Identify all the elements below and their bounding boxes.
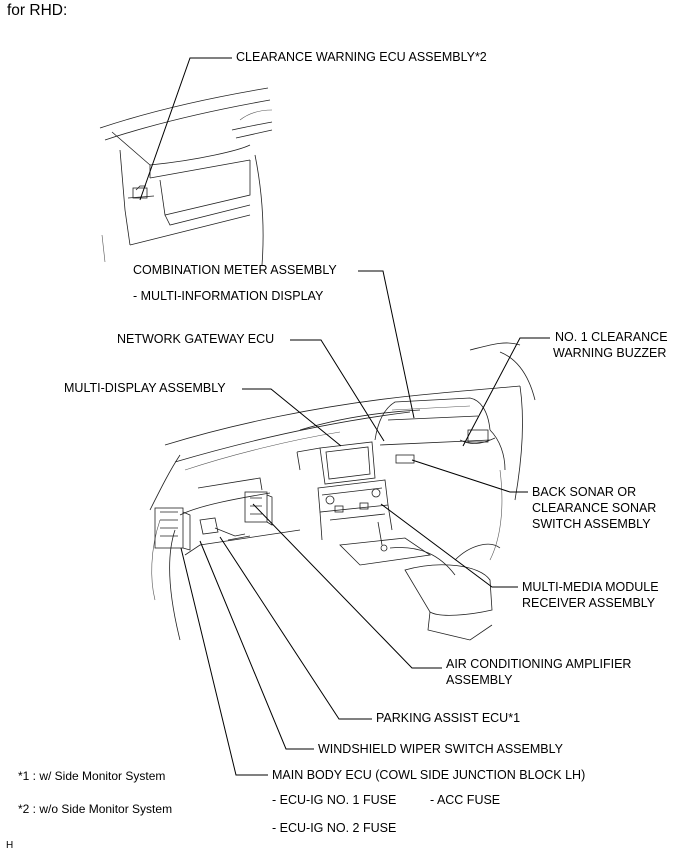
- dashboard-illustration: [149, 342, 536, 641]
- label-fuse-ecu-ig-2: - ECU-IG NO. 2 FUSE: [272, 821, 397, 835]
- footnote-1: *1 : w/ Side Monitor System: [18, 769, 166, 783]
- label-ac-amplifier-line2: ASSEMBLY: [446, 673, 513, 687]
- label-multi-information-display: - MULTI-INFORMATION DISPLAY: [133, 289, 324, 303]
- label-back-sonar-line3: SWITCH ASSEMBLY: [532, 517, 651, 531]
- label-ac-amplifier-line1: AIR CONDITIONING AMPLIFIER: [446, 657, 632, 671]
- page-title: for RHD:: [7, 2, 68, 19]
- label-main-body-ecu: MAIN BODY ECU (COWL SIDE JUNCTION BLOCK …: [272, 768, 586, 782]
- label-clearance-buzzer-line1: NO. 1 CLEARANCE: [555, 330, 668, 344]
- label-multi-display-assembly: MULTI-DISPLAY ASSEMBLY: [64, 381, 226, 395]
- label-network-gateway-ecu: NETWORK GATEWAY ECU: [117, 332, 275, 346]
- label-clearance-buzzer-line2: WARNING BUZZER: [553, 346, 667, 360]
- label-parking-assist-ecu: PARKING ASSIST ECU*1: [376, 711, 521, 725]
- corner-mark: H: [6, 840, 14, 851]
- label-back-sonar-line2: CLEARANCE SONAR: [532, 501, 657, 515]
- footnote-2: *2 : w/o Side Monitor System: [18, 802, 173, 816]
- label-fuse-acc: - ACC FUSE: [430, 793, 501, 807]
- label-multimedia-line2: RECEIVER ASSEMBLY: [522, 596, 656, 610]
- label-combination-meter: COMBINATION METER ASSEMBLY: [133, 263, 337, 277]
- label-fuse-ecu-ig-1: - ECU-IG NO. 1 FUSE: [272, 793, 397, 807]
- label-clearance-warning-ecu: CLEARANCE WARNING ECU ASSEMBLY*2: [236, 50, 487, 64]
- glove-box-illustration: [99, 87, 273, 266]
- label-windshield-wiper-switch: WINDSHIELD WIPER SWITCH ASSEMBLY: [318, 742, 563, 756]
- label-back-sonar-line1: BACK SONAR OR: [532, 485, 637, 499]
- leader-lines: [139, 57, 550, 776]
- label-multimedia-line1: MULTI-MEDIA MODULE: [522, 580, 659, 594]
